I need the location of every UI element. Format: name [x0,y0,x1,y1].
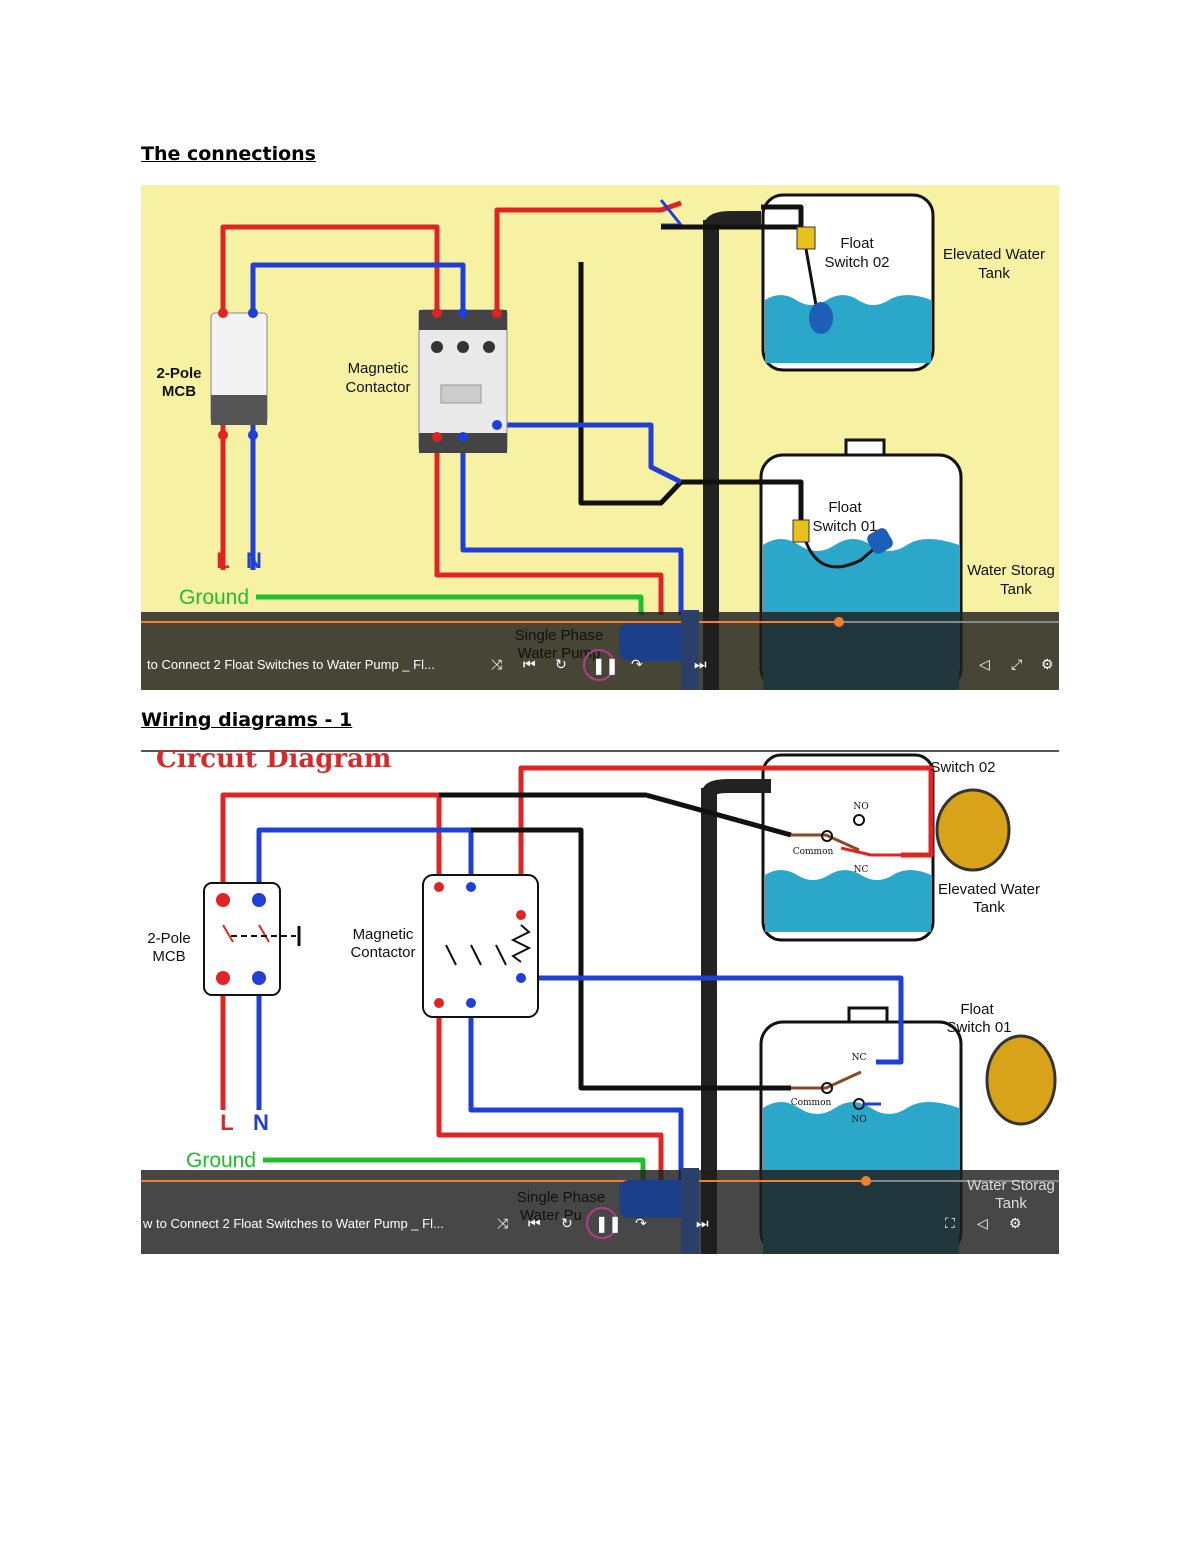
float-switch-02 [935,788,1011,872]
no-label-top: NO [853,802,868,812]
neutral-wire [256,827,474,900]
svg-text:Tank: Tank [1000,581,1032,598]
section-heading-connections: The connections [141,143,316,165]
pause-icon[interactable] [583,649,615,681]
mcb-label: 2-Pole [156,365,201,382]
svg-text:Tank: Tank [995,1195,1027,1212]
float01-label: Float [960,1001,994,1018]
svg-text:Tank: Tank [978,265,1010,282]
neutral-label: N [253,1110,269,1135]
next-icon[interactable]: ⏭ [694,656,707,672]
mcb-breaker [203,882,301,996]
vertical-pipe [703,220,719,690]
forward-icon[interactable]: ↷ [635,1215,647,1231]
replay-icon[interactable]: ↻ [561,1215,573,1231]
ground-label: Ground [186,1149,256,1172]
elevated-tank-label: Elevated Water [943,246,1045,263]
svg-text:❚❚: ❚❚ [592,658,619,675]
nc-label-top: NC [854,865,869,875]
elevated-water-tank [761,753,935,942]
wiring-diagram-image: Circuit Diagram [141,750,1059,1254]
water-pump [619,1168,699,1254]
video-player-overlay[interactable]: Single Phase Water Pump to Connect 2 Flo… [141,610,1059,690]
common-label-bottom: Common [791,1098,832,1108]
progress-bar-fill [141,1180,866,1182]
float01-label: Float [828,499,862,516]
vertical-pipe [701,788,717,1254]
svg-text:Water Pump: Water Pump [518,645,601,662]
float-switch-01 [985,1034,1057,1126]
control-wire-black [439,792,792,838]
neutral-label: N [246,548,262,573]
svg-text:❚❚: ❚❚ [595,1216,622,1233]
video-player-overlay[interactable]: Single Phase Water Pu Water Storag Tank … [141,1168,1059,1254]
mcb-breaker [210,308,268,440]
svg-text:Contactor: Contactor [350,944,415,961]
magnetic-contactor [418,308,508,453]
previous-icon[interactable]: ⏮ [528,1215,541,1231]
settings-icon[interactable]: ⚙ [1041,656,1054,672]
svg-text:Water Pu: Water Pu [520,1207,582,1224]
elevated-water-tank [761,193,935,372]
replay-icon[interactable]: ↻ [555,656,567,672]
no-label-bottom: NO [851,1115,866,1125]
diagram-title: Circuit Diagram [156,750,391,774]
float-switch-02 [796,226,816,250]
control-wire-black [494,200,682,313]
connections-diagram-image: 2-Pole MCB Magnetic Contactor Float Swit… [141,185,1059,690]
progress-handle[interactable] [861,1176,871,1186]
forward-icon[interactable]: ↷ [631,656,643,672]
pause-icon[interactable] [586,1207,618,1239]
contactor-label: Magnetic [348,360,409,377]
magnetic-contactor [422,874,539,1018]
ground-wire [256,594,644,615]
line-label: L [216,548,229,573]
svg-text:MCB: MCB [152,948,185,965]
pump-label: Single Phase [517,1189,605,1206]
shuffle-icon[interactable]: ⤨ [497,1215,509,1231]
nc-label-bottom: NC [852,1053,867,1063]
elevated-tank-label: Elevated Water [938,881,1040,898]
svg-text:Tank: Tank [973,899,1005,916]
ground-label: Ground [179,586,249,609]
shuffle-icon[interactable]: ⤨ [491,656,503,672]
section-heading-wiring: Wiring diagrams - 1 [141,709,353,731]
svg-text:Switch 02: Switch 02 [824,254,889,271]
volume-icon[interactable]: ◁ [979,656,990,672]
mcb-label: 2-Pole [147,930,190,947]
common-label-top: Common [793,847,834,857]
contactor-label: Magnetic [353,926,414,943]
svg-text:MCB: MCB [162,383,196,400]
signal-wire-black [578,262,804,530]
previous-icon[interactable]: ⏮ [523,656,536,672]
water-pump [619,610,699,690]
next-icon[interactable]: ⏭ [696,1215,709,1231]
fullscreen-icon[interactable]: ⛶ [945,1215,955,1231]
fullscreen-icon[interactable]: ⤢ [1011,656,1022,672]
svg-text:Switch 01: Switch 01 [946,1019,1011,1036]
float02-label: Switch 02 [930,759,995,776]
progress-bar-fill [141,621,839,623]
line-label: L [220,1110,233,1135]
live-wire [220,792,442,900]
pump-label: Single Phase [515,627,603,644]
svg-text:Switch 01: Switch 01 [812,518,877,535]
storage-tank-label: Water Storag [967,1177,1055,1194]
float02-label: Float [840,235,874,252]
float-switch-01 [792,519,810,543]
settings-icon[interactable]: ⚙ [1009,1215,1022,1231]
video-title[interactable]: w to Connect 2 Float Switches to Water P… [142,1216,444,1231]
video-title[interactable]: to Connect 2 Float Switches to Water Pum… [147,657,435,672]
svg-text:Contactor: Contactor [345,379,410,396]
progress-handle[interactable] [834,617,844,627]
storage-tank-label: Water Storag [967,562,1055,579]
volume-icon[interactable]: ◁ [977,1215,988,1231]
